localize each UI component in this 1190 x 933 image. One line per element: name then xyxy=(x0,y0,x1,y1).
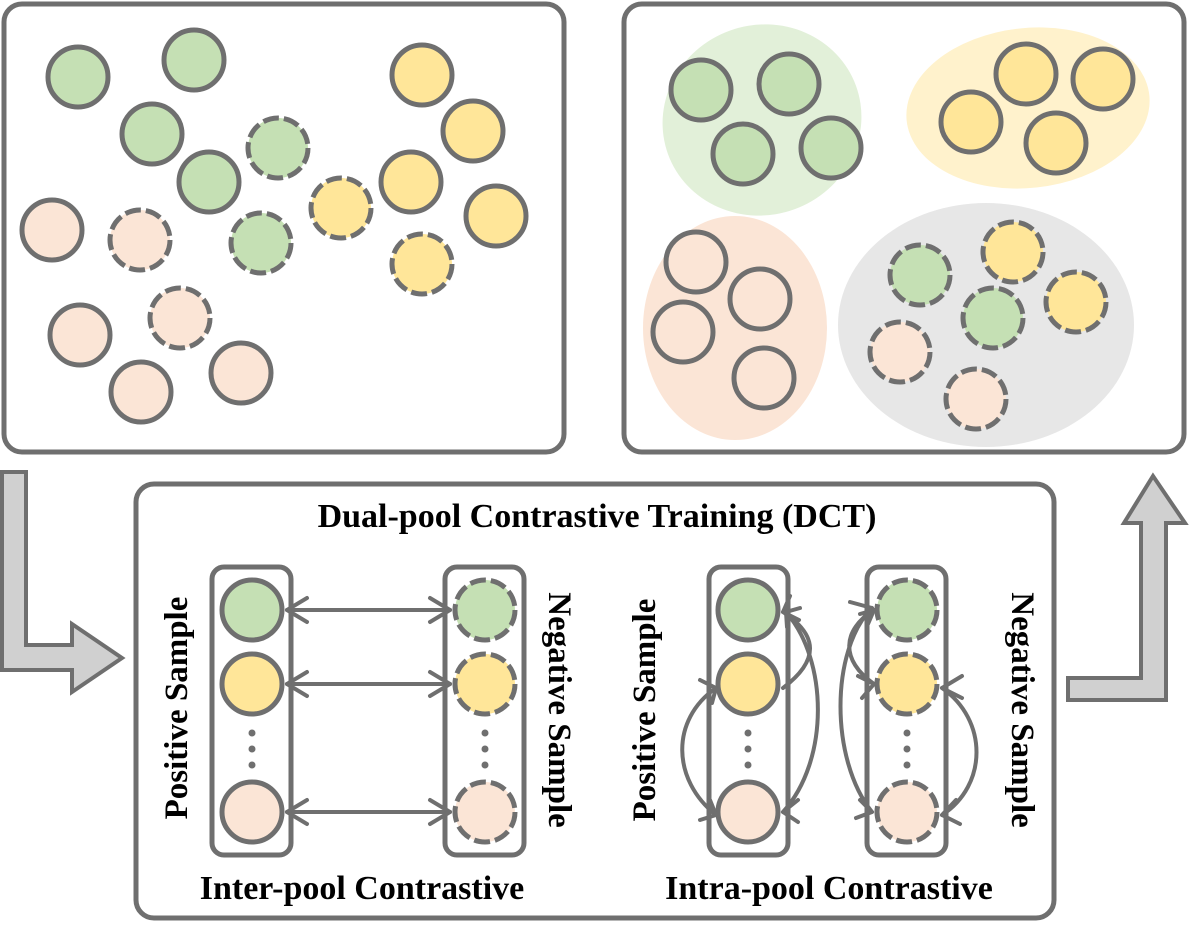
intra-pool-label: Intra-pool Contrastive xyxy=(665,870,993,907)
ellipsis-dot xyxy=(481,761,489,769)
inter-pool-section: Positive Sample Negative Sample xyxy=(159,564,577,907)
green-negative-sample xyxy=(245,115,311,181)
ellipsis-dot xyxy=(248,761,256,769)
yellow-positive-sample xyxy=(715,651,781,717)
positive-sample-label: Positive Sample xyxy=(159,597,195,820)
negative-sample-label: Negative Sample xyxy=(541,592,577,828)
positive-pool-box xyxy=(706,564,791,858)
green-positive-sample xyxy=(668,57,734,123)
pink-negative-sample xyxy=(107,207,173,273)
ellipsis-dot xyxy=(248,745,256,753)
yellow-negative-sample xyxy=(874,651,940,717)
negative-pool-box xyxy=(864,564,949,858)
pink-positive-sample xyxy=(727,266,793,332)
yellow-positive-sample xyxy=(993,41,1059,107)
yellow-negative-sample xyxy=(452,651,518,717)
intra-pool-curved-arrow xyxy=(847,608,876,700)
pink-negative-sample xyxy=(867,319,933,385)
bidirectional-arrow xyxy=(285,596,452,624)
green-positive-sample xyxy=(715,577,781,643)
yellow-negative-sample xyxy=(980,219,1046,285)
ellipsis-dot xyxy=(481,729,489,737)
green-negative-sample xyxy=(887,242,953,308)
bidirectional-arrow xyxy=(285,670,452,698)
clustered-samples-panel xyxy=(621,1,1187,455)
ellipsis-dot xyxy=(744,745,752,753)
yellow-positive-sample xyxy=(1023,110,1089,176)
negative-pool-box xyxy=(442,564,527,858)
green-negative-sample xyxy=(874,577,940,643)
yellow-positive-sample xyxy=(463,183,529,249)
pink-positive-sample xyxy=(650,299,716,365)
yellow-positive-sample xyxy=(389,42,455,108)
yellow-positive-sample xyxy=(219,651,285,717)
green-negative-sample xyxy=(452,577,518,643)
pink-positive-sample xyxy=(663,229,729,295)
pink-negative-sample xyxy=(943,366,1009,432)
yellow-positive-sample xyxy=(378,149,444,215)
yellow-positive-sample xyxy=(440,98,506,164)
ellipsis-dot xyxy=(903,729,911,737)
green-positive-sample xyxy=(176,149,242,215)
dct-title: Dual-pool Contrastive Training (DCT) xyxy=(318,498,877,535)
pink-positive-sample xyxy=(731,345,797,411)
pink-positive-sample xyxy=(47,302,113,368)
yellow-negative-sample xyxy=(1043,269,1109,335)
ellipsis-dot xyxy=(903,761,911,769)
pink-positive-sample xyxy=(219,779,285,845)
green-positive-sample xyxy=(119,101,185,167)
green-positive-sample xyxy=(710,121,776,187)
bidirectional-arrow xyxy=(285,798,452,826)
yellow-positive-sample xyxy=(1070,46,1136,112)
pink-negative-sample xyxy=(452,779,518,845)
intra-pool-curved-arrow xyxy=(781,606,820,824)
yellow-negative-sample xyxy=(308,175,374,241)
green-positive-sample xyxy=(798,115,864,181)
pink-positive-sample xyxy=(19,197,85,263)
ellipsis-dot xyxy=(248,729,256,737)
green-negative-sample xyxy=(960,285,1026,351)
pink-positive-sample xyxy=(715,779,781,845)
green-negative-sample xyxy=(228,210,294,276)
inter-pool-label: Inter-pool Contrastive xyxy=(200,870,525,907)
pink-positive-sample xyxy=(208,340,274,406)
green-positive-sample xyxy=(756,51,822,117)
flow-arrow-into-dct xyxy=(0,470,126,696)
ellipsis-dot xyxy=(744,729,752,737)
green-positive-sample xyxy=(45,44,111,110)
intra-pool-section: Positive Sample Negative Sample xyxy=(627,564,1040,907)
green-positive-sample xyxy=(161,27,227,93)
intra-pool-curved-arrow xyxy=(680,678,718,822)
pink-negative-sample xyxy=(874,779,940,845)
intra-pool-curved-arrow xyxy=(940,674,979,826)
green-positive-sample xyxy=(219,577,285,643)
unsorted-samples-panel xyxy=(1,1,567,455)
positive-pool-box xyxy=(209,564,294,858)
ellipsis-dot xyxy=(903,745,911,753)
flow-arrow-out-of-dct xyxy=(1066,472,1189,702)
yellow-positive-sample xyxy=(938,89,1004,155)
dct-panel: Dual-pool Contrastive Training (DCT) Pos… xyxy=(133,481,1057,921)
pink-negative-sample xyxy=(147,285,213,351)
yellow-negative-sample xyxy=(389,231,455,297)
negative-sample-label: Negative Sample xyxy=(1004,592,1040,828)
ellipsis-dot xyxy=(481,745,489,753)
pink-positive-sample xyxy=(108,359,174,425)
ellipsis-dot xyxy=(744,761,752,769)
positive-sample-label: Positive Sample xyxy=(627,599,663,822)
